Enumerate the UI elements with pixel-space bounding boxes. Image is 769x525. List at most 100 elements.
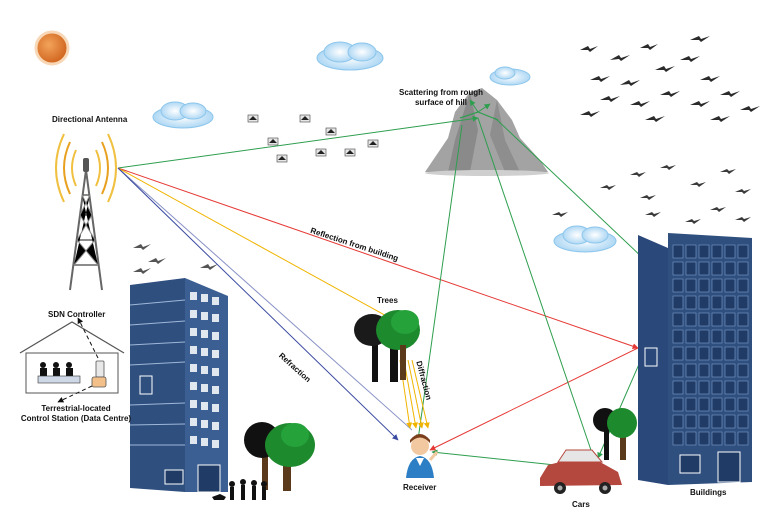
building-window — [698, 312, 710, 327]
building-window — [711, 380, 723, 395]
directional-antenna-icon — [55, 133, 117, 291]
building-window — [672, 380, 684, 395]
building-window — [698, 244, 710, 259]
scattering-label-line1: Scattering from rough — [398, 88, 483, 97]
building-window — [685, 380, 697, 395]
control-station-label: Terrestrial-located Control Station (Dat… — [20, 404, 132, 424]
trees-bottom-left-icon — [244, 422, 315, 491]
reflection-return-ray — [429, 347, 639, 451]
building-window — [724, 295, 736, 310]
building-window — [737, 278, 749, 293]
building-window — [724, 346, 736, 361]
building-window — [737, 312, 749, 327]
building-window — [724, 414, 736, 429]
building-window — [724, 431, 736, 446]
birds-flock-right — [552, 165, 751, 224]
car-icon — [540, 449, 622, 494]
building-window — [711, 261, 723, 276]
building-window — [737, 363, 749, 378]
building-window — [698, 380, 710, 395]
building-window — [698, 363, 710, 378]
propagation-rays — [117, 99, 646, 466]
trees-right-icon — [593, 408, 637, 460]
building-window — [672, 261, 684, 276]
right-building-icon — [638, 233, 752, 485]
building-window — [711, 397, 723, 412]
scattering-label-line2: surface of hill — [414, 98, 467, 107]
birds-flock-top-right — [580, 36, 760, 122]
building-window — [737, 329, 749, 344]
building-window — [698, 295, 710, 310]
diffraction-ray-to-trees — [117, 167, 391, 319]
building-window — [698, 431, 710, 446]
scatter-ray-to-car — [477, 117, 597, 463]
building-window — [724, 312, 736, 327]
building-window — [711, 312, 723, 327]
building-window — [711, 244, 723, 259]
receiver-label: Receiver — [403, 483, 437, 492]
building-window — [672, 431, 684, 446]
los-ray-to-hill — [117, 115, 479, 169]
building-window — [698, 414, 710, 429]
buildings-label: Buildings — [690, 488, 727, 497]
building-window — [698, 261, 710, 276]
building-window — [698, 329, 710, 344]
sdn-controller-label: SDN Controller — [48, 310, 106, 319]
building-window — [672, 363, 684, 378]
cloud-icon — [553, 225, 617, 253]
building-window — [711, 295, 723, 310]
building-window — [685, 278, 697, 293]
building-window — [685, 244, 697, 259]
trees-icon — [354, 310, 420, 382]
control-station-label-line2: Control Station (Data Centre) — [20, 414, 132, 423]
building-window — [685, 295, 697, 310]
building-window — [711, 431, 723, 446]
building-window — [672, 244, 684, 259]
building-window — [685, 431, 697, 446]
cloud-icon — [152, 101, 214, 129]
building-window — [711, 278, 723, 293]
birds-flock-middle — [247, 114, 379, 163]
building-window — [737, 397, 749, 412]
pedestrians-icon — [212, 479, 267, 500]
building-window — [737, 295, 749, 310]
building-window — [685, 312, 697, 327]
building-window — [672, 312, 684, 327]
building-window — [724, 329, 736, 344]
building-window — [672, 329, 684, 344]
building-window — [672, 414, 684, 429]
building-window — [685, 363, 697, 378]
birds-left — [133, 244, 218, 274]
control-station-icon — [19, 317, 125, 403]
scatter-ray-to-building — [494, 117, 646, 261]
building-window — [685, 346, 697, 361]
building-window — [711, 346, 723, 361]
building-window — [724, 244, 736, 259]
building-window — [724, 397, 736, 412]
building-window — [737, 261, 749, 276]
refraction-ray — [117, 167, 399, 441]
building-window — [685, 397, 697, 412]
building-window — [698, 346, 710, 361]
building-window — [672, 278, 684, 293]
left-building-icon — [129, 278, 228, 493]
cars-label: Cars — [572, 500, 590, 509]
building-window — [711, 363, 723, 378]
scatter-ray-to-receiver — [415, 124, 463, 441]
trees-label: Trees — [377, 296, 398, 305]
car-to-receiver-ray — [431, 449, 556, 466]
cloud-icon — [489, 66, 531, 86]
building-window — [672, 295, 684, 310]
hill-icon — [425, 88, 549, 176]
directional-antenna-label: Directional Antenna — [52, 115, 128, 124]
building-window — [698, 278, 710, 293]
building-window — [711, 329, 723, 344]
building-window — [685, 414, 697, 429]
building-window — [724, 380, 736, 395]
building-window — [685, 329, 697, 344]
building-window — [724, 261, 736, 276]
cloud-icon — [316, 41, 384, 71]
building-window — [737, 380, 749, 395]
scattering-label: Scattering from rough surface of hill — [398, 88, 484, 108]
